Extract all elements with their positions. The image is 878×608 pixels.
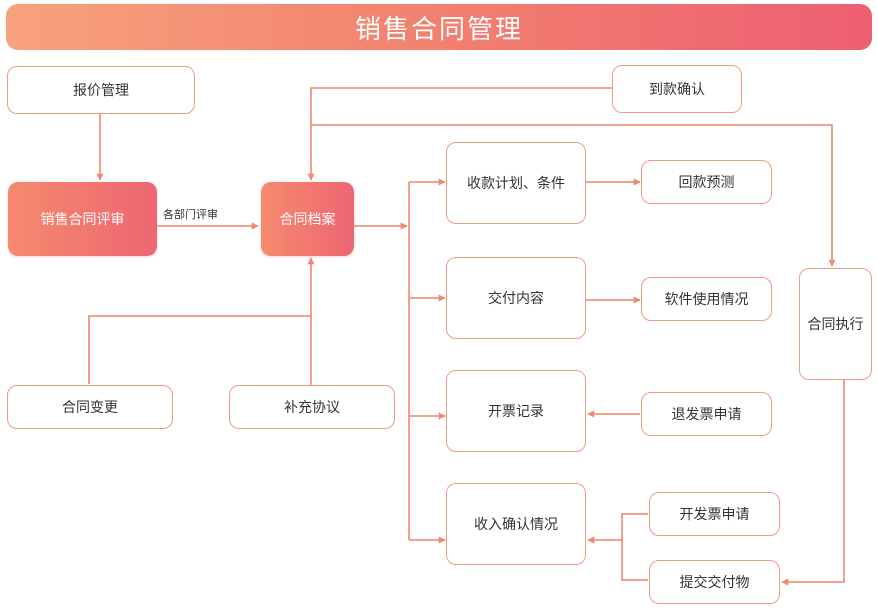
node-execute: 合同执行	[799, 268, 872, 380]
node-software: 软件使用情况	[641, 277, 772, 321]
node-forecast: 回款预测	[641, 160, 772, 204]
arrow-execute-submit	[781, 380, 845, 586]
node-refund: 退发票申请	[641, 392, 772, 436]
node-quote: 报价管理	[7, 66, 195, 114]
node-payment-confirm: 到款确认	[612, 65, 742, 113]
node-supplement: 补充协议	[229, 385, 395, 429]
arrow-payment-archive	[307, 87, 612, 181]
node-change: 合同变更	[7, 385, 173, 429]
node-invoice: 开票记录	[446, 370, 586, 452]
edge-label-review-archive: 各部门评审	[163, 208, 218, 221]
line-invoiceapply-income	[621, 513, 648, 581]
node-review: 销售合同评审	[8, 182, 157, 256]
page-title: 销售合同管理	[354, 14, 523, 45]
node-income: 收入确认情况	[446, 483, 586, 565]
title-banner: 销售合同管理	[6, 4, 872, 50]
arrow-to-execute	[311, 124, 836, 267]
node-submit: 提交交付物	[649, 560, 780, 604]
node-invoice-apply: 开发票申请	[649, 492, 780, 536]
node-delivery: 交付内容	[446, 257, 586, 339]
node-plan: 收款计划、条件	[446, 142, 586, 224]
node-archive: 合同档案	[261, 182, 354, 256]
line-change-archive	[88, 315, 311, 384]
